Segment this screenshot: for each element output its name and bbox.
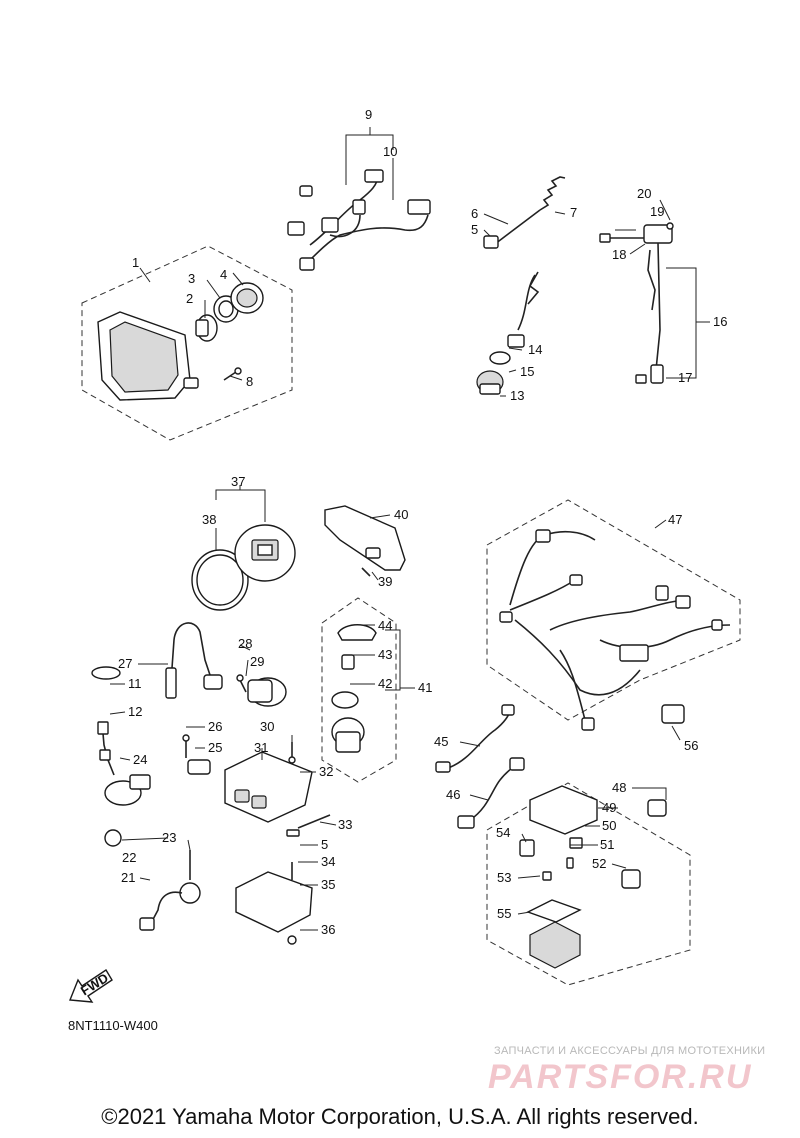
- fuse-box-assembly: [486, 782, 691, 986]
- callout-47: 47: [668, 512, 682, 527]
- neutral-switch: [476, 271, 540, 395]
- callout-31: 31: [254, 740, 268, 755]
- ecu: [224, 742, 331, 837]
- callout-50: 50: [602, 818, 616, 833]
- callout-16: 16: [713, 314, 727, 329]
- callout-6: 6: [471, 206, 478, 221]
- callout-3: 3: [188, 271, 195, 286]
- meter-cover: [324, 505, 406, 577]
- main-switch-assembly: [321, 597, 397, 783]
- callout-2: 2: [186, 291, 193, 306]
- callout-44: 44: [378, 618, 392, 633]
- callout-46: 46: [446, 787, 460, 802]
- callout-27: 27: [118, 656, 132, 671]
- callout-48: 48: [612, 780, 626, 795]
- callout-33: 33: [338, 817, 352, 832]
- fuel-sender: [599, 222, 674, 384]
- callout-28: 28: [238, 636, 252, 651]
- oxygen-sensor: [104, 829, 201, 931]
- regulator: [235, 862, 313, 945]
- callout-55: 55: [497, 906, 511, 921]
- callout-4: 4: [220, 267, 227, 282]
- callout-17: 17: [678, 370, 692, 385]
- callout-5b: 5: [321, 837, 328, 852]
- starter-relay: [236, 674, 287, 707]
- callout-8: 8: [246, 374, 253, 389]
- callout-29: 29: [250, 654, 264, 669]
- callout-30: 30: [260, 719, 274, 734]
- callout-49: 49: [602, 800, 616, 815]
- callout-7: 7: [570, 205, 577, 220]
- callout-43: 43: [378, 647, 392, 662]
- callout-22: 22: [122, 850, 136, 865]
- callout-52: 52: [592, 856, 606, 871]
- watermark-tagline: ЗАПЧАСТИ И АКСЕССУАРЫ ДЛЯ МОТОТЕХНИКИ: [494, 1045, 766, 1057]
- callout-39: 39: [378, 574, 392, 589]
- callout-51: 51: [600, 837, 614, 852]
- callout-18: 18: [612, 247, 626, 262]
- callout-32: 32: [319, 764, 333, 779]
- callout-35: 35: [321, 877, 335, 892]
- callout-21: 21: [121, 870, 135, 885]
- callout-26: 26: [208, 719, 222, 734]
- callout-12: 12: [128, 704, 142, 719]
- wire-harness: [486, 499, 741, 731]
- callout-9: 9: [365, 107, 372, 122]
- callouts: 1 2 3 4 8 9 10 6 5 7 14 15 13 20 19 18 1…: [118, 107, 727, 937]
- callout-34: 34: [321, 854, 335, 869]
- sub-harness: [287, 169, 431, 271]
- callout-10: 10: [383, 144, 397, 159]
- callout-23: 23: [162, 830, 176, 845]
- brake-switch-cable: [483, 176, 566, 249]
- temperature-sensor: [91, 622, 223, 699]
- callout-5a: 5: [471, 222, 478, 237]
- diagram-code: 8NT1110-W400: [68, 1018, 158, 1033]
- headlight-assembly: [81, 245, 293, 441]
- speedometer: [191, 524, 296, 611]
- callout-13: 13: [510, 388, 524, 403]
- callout-41: 41: [418, 680, 432, 695]
- callout-56: 56: [684, 738, 698, 753]
- callout-53: 53: [497, 870, 511, 885]
- sensor-lead-45: [435, 704, 515, 773]
- callout-24: 24: [133, 752, 147, 767]
- callout-54: 54: [496, 825, 510, 840]
- leader-lines: [109, 127, 710, 931]
- sensor-lead-46: [457, 757, 525, 829]
- relay-56: [661, 704, 685, 724]
- callout-45: 45: [434, 734, 448, 749]
- callout-38: 38: [202, 512, 216, 527]
- callout-25: 25: [208, 740, 222, 755]
- callout-42: 42: [378, 676, 392, 691]
- callout-36: 36: [321, 922, 335, 937]
- callout-11: 11: [128, 676, 142, 691]
- callout-15: 15: [520, 364, 534, 379]
- callout-20: 20: [637, 186, 651, 201]
- fwd-arrow-icon: FWD: [69, 969, 113, 1003]
- callout-1: 1: [132, 255, 139, 270]
- watermark-logo: PARTSFOR.RU: [488, 1058, 753, 1096]
- callout-14: 14: [528, 342, 542, 357]
- callout-19: 19: [650, 204, 664, 219]
- callout-40: 40: [394, 507, 408, 522]
- callout-37: 37: [231, 474, 245, 489]
- throttle-position-sensor: [97, 721, 151, 806]
- copyright-notice: ©2021 Yamaha Motor Corporation, U.S.A. A…: [101, 1104, 699, 1129]
- pressure-sensor: [182, 734, 211, 775]
